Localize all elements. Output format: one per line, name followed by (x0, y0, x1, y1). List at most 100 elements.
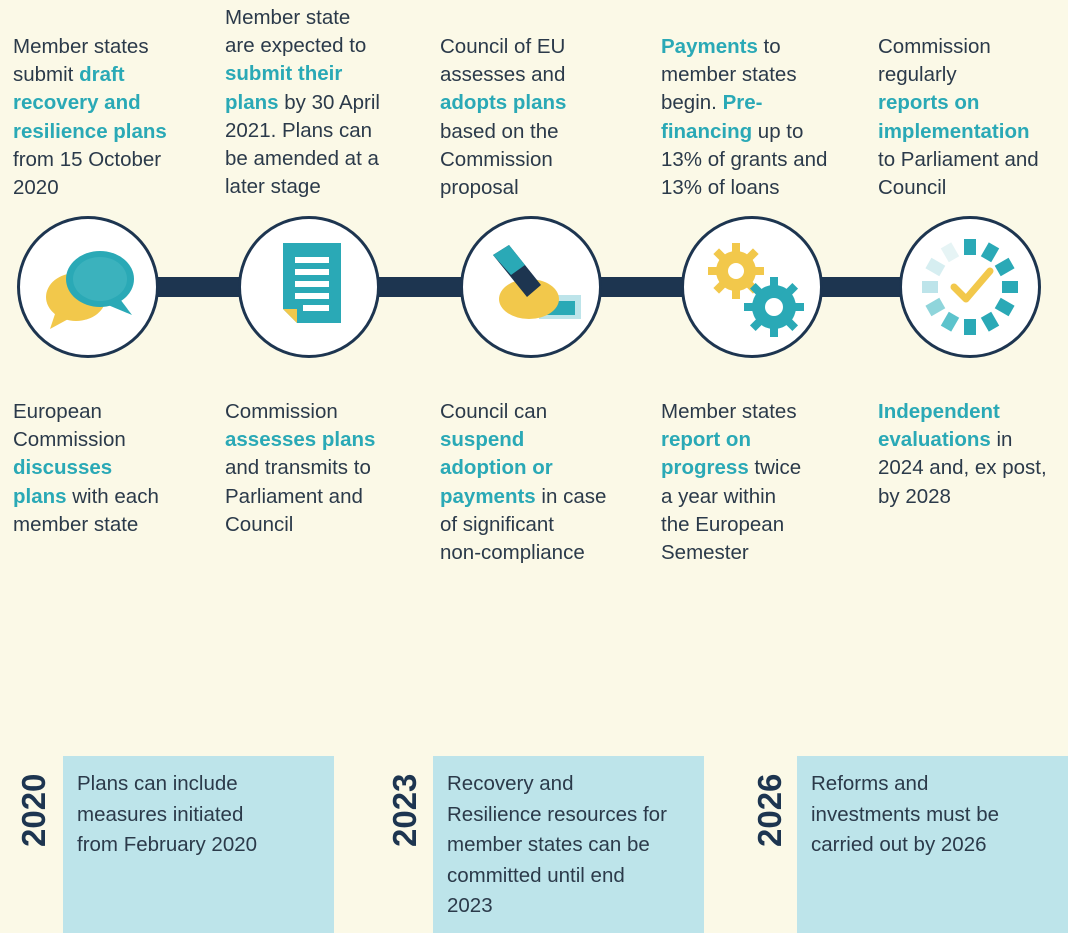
text-line: payments in case (440, 483, 606, 511)
text-line: from February 2020 (77, 830, 320, 861)
text-line: report on (661, 426, 801, 454)
text-line: 2024 and, ex post, (878, 454, 1047, 482)
highlight-text: report on (661, 428, 751, 452)
plain-text: be amended at a (225, 147, 379, 171)
plain-text: Council (225, 512, 294, 536)
document-icon (283, 243, 341, 323)
text-line: regularly (878, 61, 1039, 89)
highlight-text: adoption or (440, 456, 553, 480)
text-line: to Parliament and (878, 146, 1039, 174)
plain-text: Council (878, 176, 947, 200)
plain-text: Resilience resources for (447, 802, 667, 826)
step-3-followup: Council can suspend adoption or payments in… (440, 398, 606, 567)
text-line: 2021. Plans can (225, 117, 380, 145)
text-line: plans with each (13, 483, 159, 511)
text-line: 2020 (13, 174, 167, 202)
highlight-text: Payments (661, 35, 758, 58)
timeline-node-3 (460, 216, 602, 358)
text-line: progress twice (661, 454, 801, 482)
text-line: from 15 October (13, 146, 167, 174)
plain-text: begin. (661, 91, 723, 115)
text-line: non-compliance (440, 539, 606, 567)
plain-text: 2020 (13, 176, 59, 200)
highlight-text: financing (661, 119, 753, 143)
text-line: the European (661, 511, 801, 539)
timeline-node-1 (17, 216, 159, 358)
plain-text: measures initiated (77, 802, 244, 826)
milestone-year-2020: 2020 (15, 773, 52, 847)
text-line: Semester (661, 539, 801, 567)
text-line: recovery and (13, 89, 167, 117)
text-line: Member states (661, 398, 801, 426)
text-line: Payments to (661, 33, 827, 61)
highlight-text: suspend (440, 428, 525, 452)
plain-text: are expected to (225, 34, 367, 58)
plain-text: and transmits to (225, 456, 371, 480)
text-line: submit their (225, 60, 380, 88)
text-line: financing up to (661, 118, 827, 146)
text-line: measures initiated (77, 800, 320, 831)
plain-text: by 30 April (278, 90, 380, 114)
plain-text: assesses and (440, 63, 566, 87)
plain-text: from February 2020 (77, 833, 258, 856)
text-line: later stage (225, 173, 380, 201)
text-line: Commission (225, 398, 375, 426)
plain-text: of significant (440, 512, 554, 536)
plain-text: Plans can include (77, 772, 238, 795)
timeline-node-5 (899, 216, 1041, 358)
highlight-text: discusses (13, 456, 113, 480)
text-line: Plans can include (77, 769, 320, 800)
plain-text: Commission (13, 428, 126, 452)
text-line: submit draft (13, 61, 167, 89)
text-line: Council of EU (440, 33, 566, 61)
text-line: 13% of loans (661, 174, 827, 202)
plain-text: twice (748, 456, 802, 480)
text-line: Parliament and (225, 483, 375, 511)
plain-text: carried out by 2026 (811, 833, 987, 856)
highlight-text: evaluations (878, 428, 991, 452)
plain-text: member states (661, 63, 797, 87)
plain-text: 13% of loans (661, 176, 780, 200)
text-line: Reforms and (811, 769, 1054, 800)
text-line: member state (13, 511, 159, 539)
text-line: assesses plans (225, 426, 375, 454)
plain-text: member states can be (447, 833, 650, 856)
highlight-text: submit their (225, 62, 343, 86)
highlight-text: plans (225, 90, 279, 114)
highlight-text: draft (79, 63, 125, 87)
highlight-text: recovery and (13, 91, 141, 115)
highlight-text: progress (661, 456, 749, 480)
text-line: Council (225, 511, 375, 539)
text-line: suspend (440, 426, 606, 454)
plain-text: regularly (878, 63, 957, 87)
plain-text: Council can (440, 400, 548, 423)
plain-text: up to (752, 119, 804, 143)
plain-text: based on the (440, 119, 559, 143)
plain-text: with each (66, 484, 159, 508)
text-line: plans by 30 April (225, 89, 380, 117)
text-line: Member states (13, 33, 167, 61)
chat-bubbles-icon (46, 251, 134, 329)
highlight-text: reports on (878, 91, 980, 115)
timeline-node-2 (238, 216, 380, 358)
plain-text: Commission (440, 147, 553, 171)
plain-text: proposal (440, 176, 519, 200)
text-line: committed until end (447, 861, 690, 892)
plain-text: 2024 and, ex post, (878, 456, 1047, 480)
plain-text: Semester (661, 541, 749, 565)
text-line: 13% of grants and (661, 146, 827, 174)
text-line: adopts plans (440, 89, 566, 117)
plain-text: 13% of grants and (661, 147, 828, 171)
stamp-icon (493, 245, 581, 319)
text-line: Commission (13, 426, 159, 454)
progress-check-icon (922, 239, 1018, 335)
plain-text: Commission (225, 400, 338, 423)
